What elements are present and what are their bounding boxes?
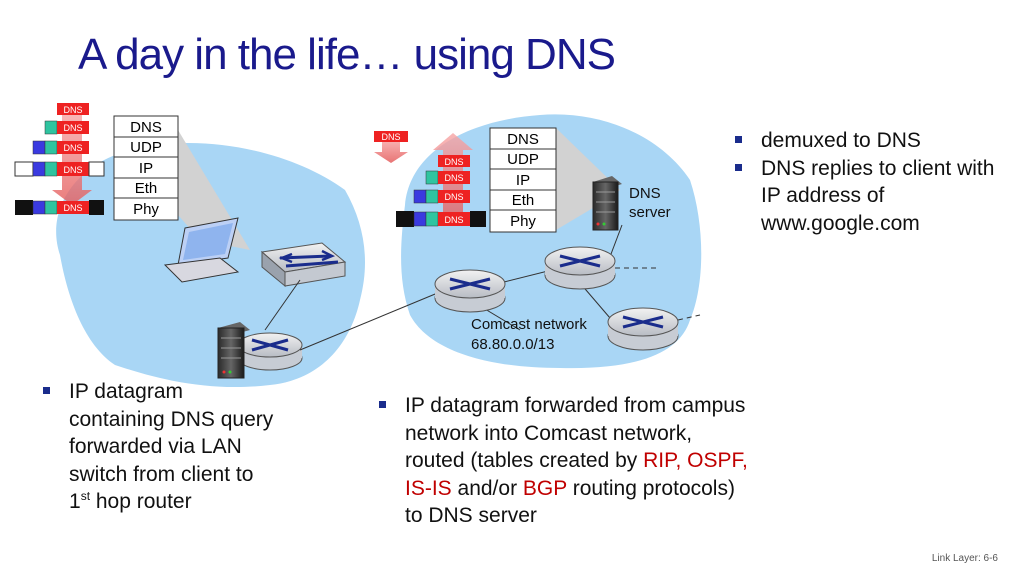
comcast-router-3-icon (607, 307, 679, 351)
campus-router-icon (237, 332, 303, 371)
packet-ip-layer: DNS (32, 140, 89, 155)
stack-left-eth: Eth (135, 180, 158, 197)
packet-udp-layer: DNS (44, 120, 89, 135)
svg-text:DNS: DNS (63, 143, 82, 153)
comcast-router-2-icon (544, 246, 616, 290)
bullet-dns-reply: DNS replies to client with IP address of… (734, 155, 999, 238)
protocol-stack-server: DNS UDP IP Eth Phy (489, 127, 557, 233)
svg-text:DNS: DNS (444, 215, 463, 225)
dns-server-icon (592, 176, 622, 231)
packet-eth-layer: DNS (14, 161, 105, 177)
svg-text:DNS: DNS (63, 203, 82, 213)
routing-protocol-bgp: BGP (522, 476, 567, 500)
stack-left-dns: DNS (130, 119, 162, 136)
bullet-left: IP datagram containing DNS query forward… (42, 378, 332, 516)
bullet-mid-line4-mid: and/or (451, 476, 523, 500)
campus-server-icon (217, 322, 250, 379)
laptop-icon (163, 217, 240, 283)
bullet-left-line5-sup: st (80, 489, 91, 503)
svg-text:DNS: DNS (63, 105, 82, 115)
server-packet-ip: DNS (413, 189, 470, 204)
dns-server-label-line1: DNS (629, 185, 661, 202)
network-name-label: Comcast network (471, 316, 587, 333)
packet-dns-layer: DNS (57, 103, 89, 115)
stack-left-udp: UDP (130, 139, 162, 156)
comcast-router-1-icon (434, 269, 506, 313)
reply-dns-arrow: DNS (374, 131, 408, 163)
svg-text:DNS: DNS (444, 157, 463, 167)
routing-protocol-isis: IS-IS (405, 476, 452, 500)
bullet-mid-line5: to DNS server (405, 504, 537, 527)
stack-server-dns: DNS (507, 131, 539, 148)
svg-text:DNS: DNS (381, 132, 400, 142)
server-packet-udp: DNS (425, 170, 470, 185)
protocol-stack-left: DNS UDP IP Eth Phy (113, 115, 179, 221)
stack-server-udp: UDP (507, 151, 539, 168)
stack-server-ip: IP (516, 172, 530, 189)
bullet-left-line3: forwarded via LAN (69, 435, 242, 458)
stack-left-phy: Phy (133, 201, 159, 218)
stack-server-phy: Phy (510, 213, 536, 230)
bullet-left-line2: containing DNS query (69, 407, 274, 431)
bullet-left-line5-rest: hop router (90, 490, 192, 513)
bullet-left-line5-num: 1 (69, 490, 81, 513)
bullet-left-line4: switch from client to (69, 462, 254, 486)
slide-title: A day in the life… using DNS (78, 30, 616, 79)
bullet-mid-line1: IP datagram forwarded from campus (405, 394, 746, 417)
bullet-left-line1: IP datagram (69, 380, 184, 403)
bullets-right: demuxed to DNS DNS replies to client wit… (734, 127, 999, 237)
encapsulation-down-arrow (52, 112, 92, 205)
stack-left-ip: IP (139, 160, 153, 177)
packet-phy-layer: DNS (15, 200, 104, 215)
bullet-demuxed: demuxed to DNS (734, 127, 999, 155)
svg-text:DNS: DNS (444, 192, 463, 202)
bullet-mid: IP datagram forwarded from campus networ… (378, 392, 798, 530)
svg-text:DNS: DNS (63, 123, 82, 133)
bullet-mid-line2: network into Comcast network, (405, 421, 693, 445)
dns-server-label-line2: server (629, 204, 671, 221)
server-packet-phy: DNS (396, 211, 486, 227)
network-prefix-label: 68.80.0.0/13 (471, 336, 554, 353)
stack-callout-server (556, 128, 620, 230)
server-packet-dns: DNS (438, 155, 470, 167)
routing-protocols-rip-ospf: RIP, OSPF, (643, 449, 748, 472)
bullet-mid-line3a: routed (tables created by (405, 449, 644, 472)
svg-text:DNS: DNS (444, 173, 463, 183)
slide-footer: Link Layer: 6-6 (931, 553, 998, 564)
svg-text:DNS: DNS (63, 165, 82, 175)
stack-server-eth: Eth (512, 192, 535, 209)
bullet-mid-line4-rest: routing protocols) (566, 476, 735, 500)
